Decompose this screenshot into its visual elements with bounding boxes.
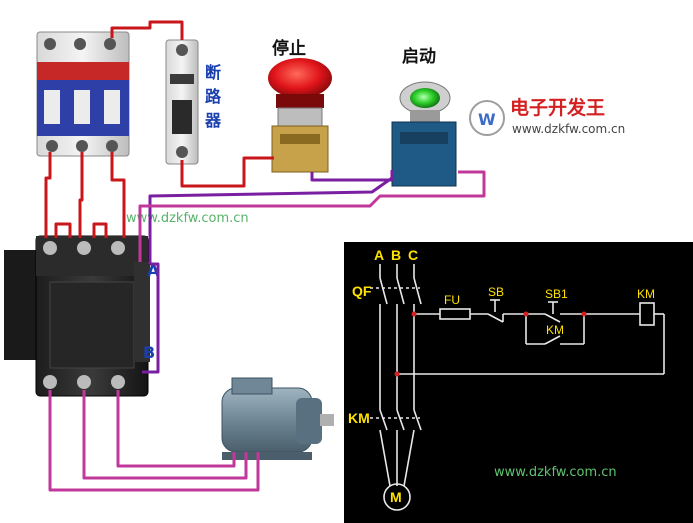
breaker-label-1: 断: [205, 63, 221, 82]
schematic-km-main-label: KM: [348, 410, 370, 426]
start-button-label: 启动: [402, 46, 436, 67]
schematic-panel: A B C: [344, 242, 693, 523]
brand-url: www.dzkfw.com.cn: [512, 122, 625, 136]
stop-button-label: 停止: [272, 38, 306, 59]
schematic-sb1-label: SB1: [545, 287, 568, 301]
junction-dot: [394, 371, 400, 377]
watermark-schematic: www.dzkfw.com.cn: [494, 465, 617, 480]
schematic-phase-a: A: [374, 247, 384, 263]
brand-name: 电子开发王: [510, 96, 605, 119]
breaker-label-2: 路: [205, 87, 222, 106]
stop-button: [268, 58, 332, 173]
logo-glyph-icon: W: [478, 110, 496, 129]
terminal-b-label: B: [143, 343, 155, 362]
schematic-qf-label: QF: [352, 283, 372, 299]
schematic-motor-label: M: [390, 489, 402, 505]
junction-dot: [411, 311, 417, 317]
watermark-top: www.dzkfw.com.cn: [126, 211, 249, 226]
start-button: [391, 81, 457, 187]
wires: [44, 20, 486, 492]
junction-dot: [581, 311, 587, 317]
schematic-km-coil-label: KM: [637, 287, 655, 301]
schematic-lines: [370, 264, 665, 511]
schematic-fu-label: FU: [444, 293, 460, 307]
schematic-km-aux-label: KM: [546, 323, 564, 337]
motor: [221, 377, 334, 460]
three-pole-breaker: [36, 31, 130, 157]
schematic-phase-c: C: [408, 247, 418, 263]
breaker-label-3: 器: [204, 111, 222, 130]
brand-logo: W: [469, 100, 505, 136]
schematic-sb-label: SB: [488, 285, 504, 299]
junction-dot: [523, 311, 529, 317]
contactor: [4, 235, 150, 397]
schematic-phase-b: B: [391, 247, 401, 263]
single-pole-breaker: [165, 39, 199, 165]
